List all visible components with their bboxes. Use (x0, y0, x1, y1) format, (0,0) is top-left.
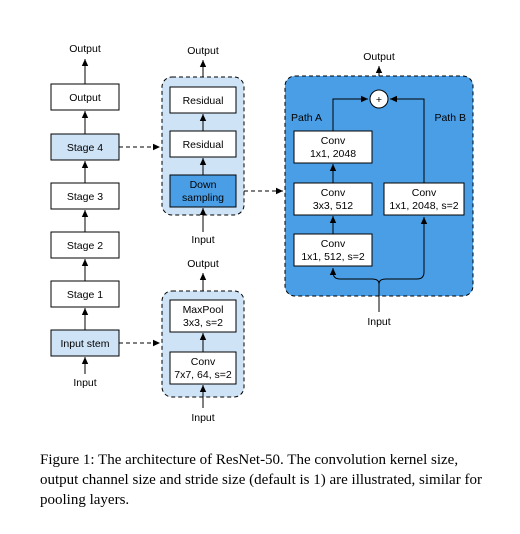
input-stem-block (50, 329, 120, 357)
output-block (50, 83, 120, 111)
conv2-label: Conv (321, 187, 346, 199)
residual-detail-output-label: Output (363, 51, 395, 63)
conv1-params: 1x1, 2048 (310, 148, 356, 160)
input-to-path-a-arrow (329, 268, 380, 285)
sum-symbol: + (376, 94, 382, 106)
down-sampling-label-line1: Down (190, 179, 217, 191)
stage-detail-input-label: Input (191, 234, 214, 246)
residual-top-label: Residual (183, 95, 224, 107)
conv3-label: Conv (321, 238, 346, 250)
conv-1x1-2048-s2-block (383, 182, 465, 216)
stem-detail-output-label: Output (187, 258, 219, 270)
maxpool-params: 3x3, s=2 (183, 317, 223, 329)
conv-b-label: Conv (412, 187, 437, 199)
sum-node (369, 89, 389, 109)
stage-column: Output Output Stage 4 Stage 3 Stage 2 St… (50, 43, 120, 389)
stem-conv-block (169, 351, 237, 385)
conv-1x1-512-s2-block (293, 233, 373, 267)
path-a-to-sum-arrow (332, 95, 368, 131)
stem-conv-label: Conv (191, 356, 216, 368)
conv-3x3-512-block (293, 182, 373, 216)
stem-detail-input-label: Input (191, 412, 214, 424)
conv2-params: 3x3, 512 (313, 200, 353, 212)
input-stem-label: Input stem (60, 338, 109, 350)
down-sampling-label-line2: sampling (182, 192, 224, 204)
conv1-label: Conv (321, 135, 346, 147)
path-b-to-sum-arrow (390, 95, 425, 183)
stage-detail-panel: Output Residual Residual Down sampling I… (161, 45, 245, 246)
residual-block-bottom (169, 130, 237, 158)
residual-bottom-label: Residual (183, 139, 224, 151)
stage-detail-output-label: Output (187, 45, 219, 57)
residual-detail-input-label: Input (367, 316, 390, 328)
path-b-label: Path B (434, 112, 466, 124)
stage-2-label: Stage 2 (67, 240, 103, 252)
stem-detail-panel: Output MaxPool 3x3, s=2 Conv 7x7, 64, s=… (161, 258, 245, 424)
maxpool-label: MaxPool (183, 304, 224, 316)
stage-3-label: Stage 3 (67, 191, 103, 203)
maxpool-block (169, 299, 237, 333)
residual-block-top (169, 86, 237, 114)
conv-1x1-2048-block (293, 130, 373, 164)
conv3-params: 1x1, 512, s=2 (301, 251, 364, 263)
input-to-path-b-arrow (378, 217, 428, 285)
down-sampling-block (169, 174, 237, 208)
conv-b-params: 1x1, 2048, s=2 (389, 200, 458, 212)
path-a-label: Path A (291, 112, 322, 124)
stage-2-block (50, 231, 120, 259)
stage-4-label: Stage 4 (67, 142, 103, 154)
figure-caption: Figure 1: The architecture of ResNet-50.… (40, 452, 482, 508)
stage-1-label: Stage 1 (67, 289, 103, 301)
output-block-label: Output (69, 92, 101, 104)
residual-detail-panel: Output Path A Path B + Conv 1x1, 2048 Co… (284, 51, 474, 328)
stem-conv-params: 7x7, 64, s=2 (174, 369, 232, 381)
stage-column-output-label: Output (69, 43, 101, 55)
stage-1-block (50, 280, 120, 308)
resnet50-architecture-diagram: Output Output Stage 4 Stage 3 Stage 2 St… (50, 43, 474, 424)
stage-column-input-label: Input (73, 377, 96, 389)
stage-4-block (50, 133, 120, 161)
stage-3-block (50, 182, 120, 210)
